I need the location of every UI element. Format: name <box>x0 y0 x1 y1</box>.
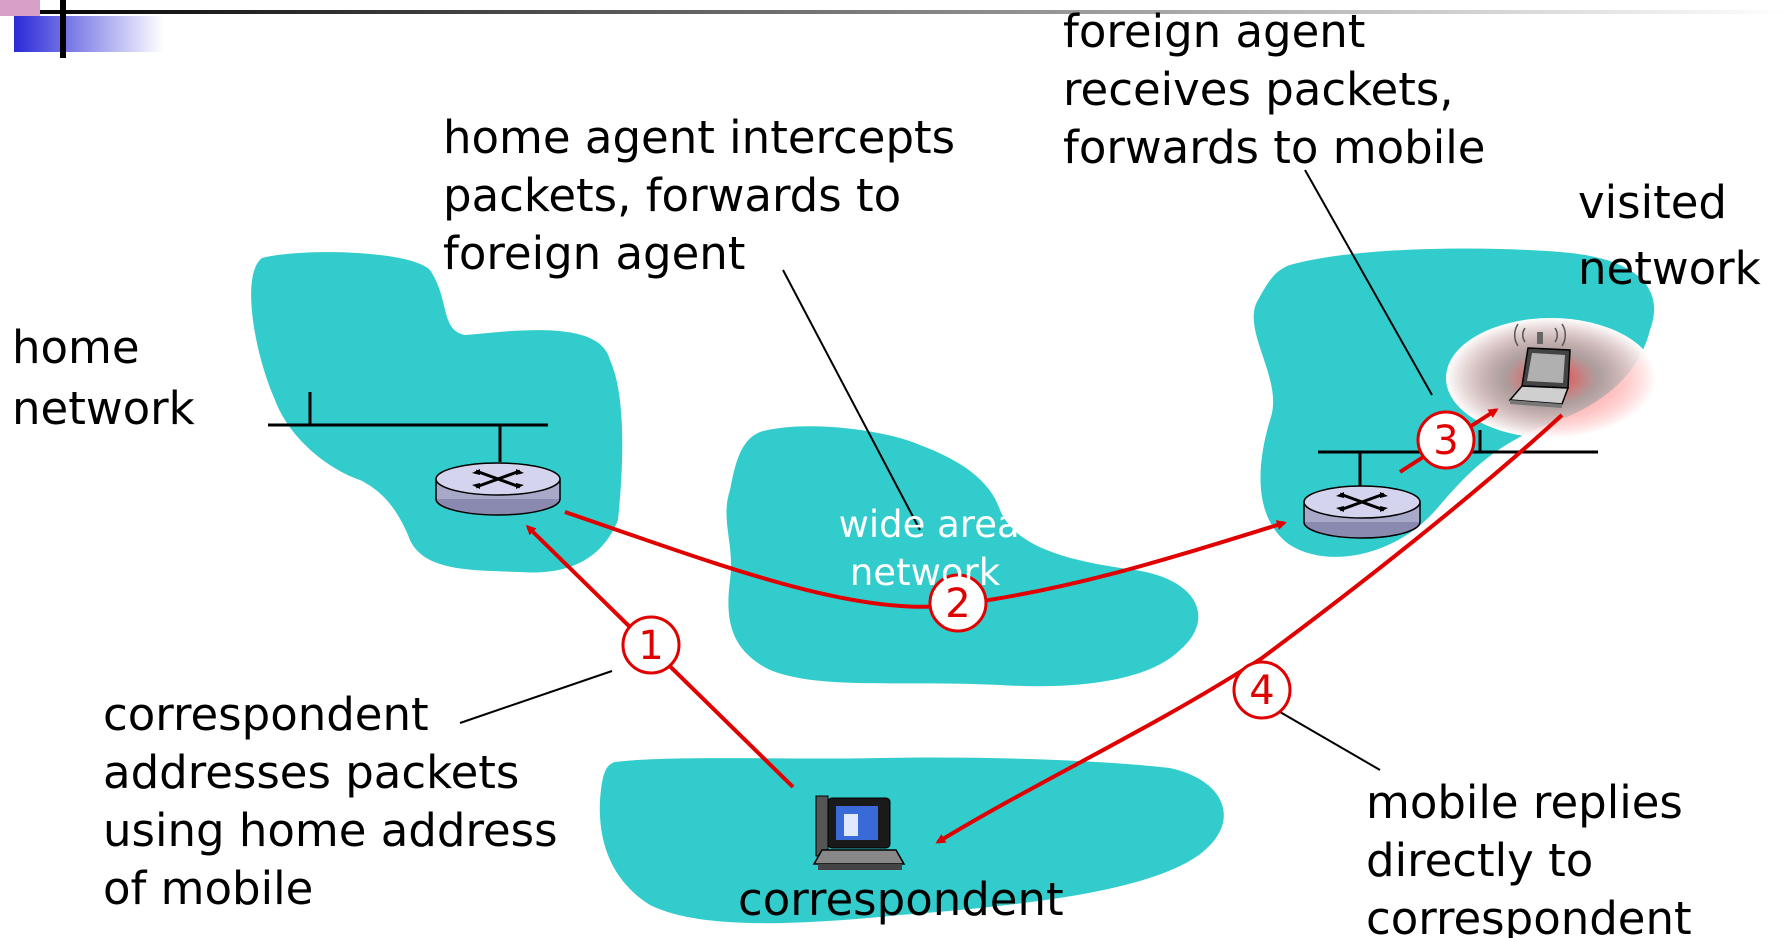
home-lan <box>268 392 548 462</box>
arrow-step-4 <box>935 413 1564 844</box>
slide-decoration <box>0 0 1790 58</box>
wide-area-network-label: wide area network <box>839 503 1032 594</box>
wide-area-network-cloud <box>726 426 1199 687</box>
mobile-replies-annotation: mobile replies directly to correspondent <box>1366 776 1697 938</box>
step-badge: 3 <box>1416 410 1476 470</box>
leader-lines <box>459 169 1433 771</box>
foreign-agent-annotation: foreign agent receives packets, forwards… <box>1063 5 1485 174</box>
router-icon <box>1303 485 1421 539</box>
router-icon <box>435 462 561 516</box>
step-number: 1 <box>638 623 663 669</box>
home-agent-annotation: home agent intercepts packets, forwards … <box>443 111 969 280</box>
correspondent-label: correspondent <box>738 873 1064 926</box>
home-network-cloud <box>251 252 623 573</box>
correspondent-network-cloud <box>599 757 1224 924</box>
home-network-label: home network <box>12 321 195 435</box>
step-badge: 1 <box>621 615 681 675</box>
visited-network-label: visited network <box>1578 176 1761 295</box>
step-number: 4 <box>1249 668 1274 714</box>
computer-icon <box>812 795 906 870</box>
step-number: 3 <box>1433 418 1458 464</box>
step-badge: 4 <box>1232 660 1292 720</box>
step-badge: 2 <box>928 573 988 633</box>
step-number: 2 <box>945 581 970 627</box>
correspondent-addresses-annotation: correspondent addresses packets using ho… <box>103 688 572 915</box>
laptop-icon <box>1508 323 1571 408</box>
